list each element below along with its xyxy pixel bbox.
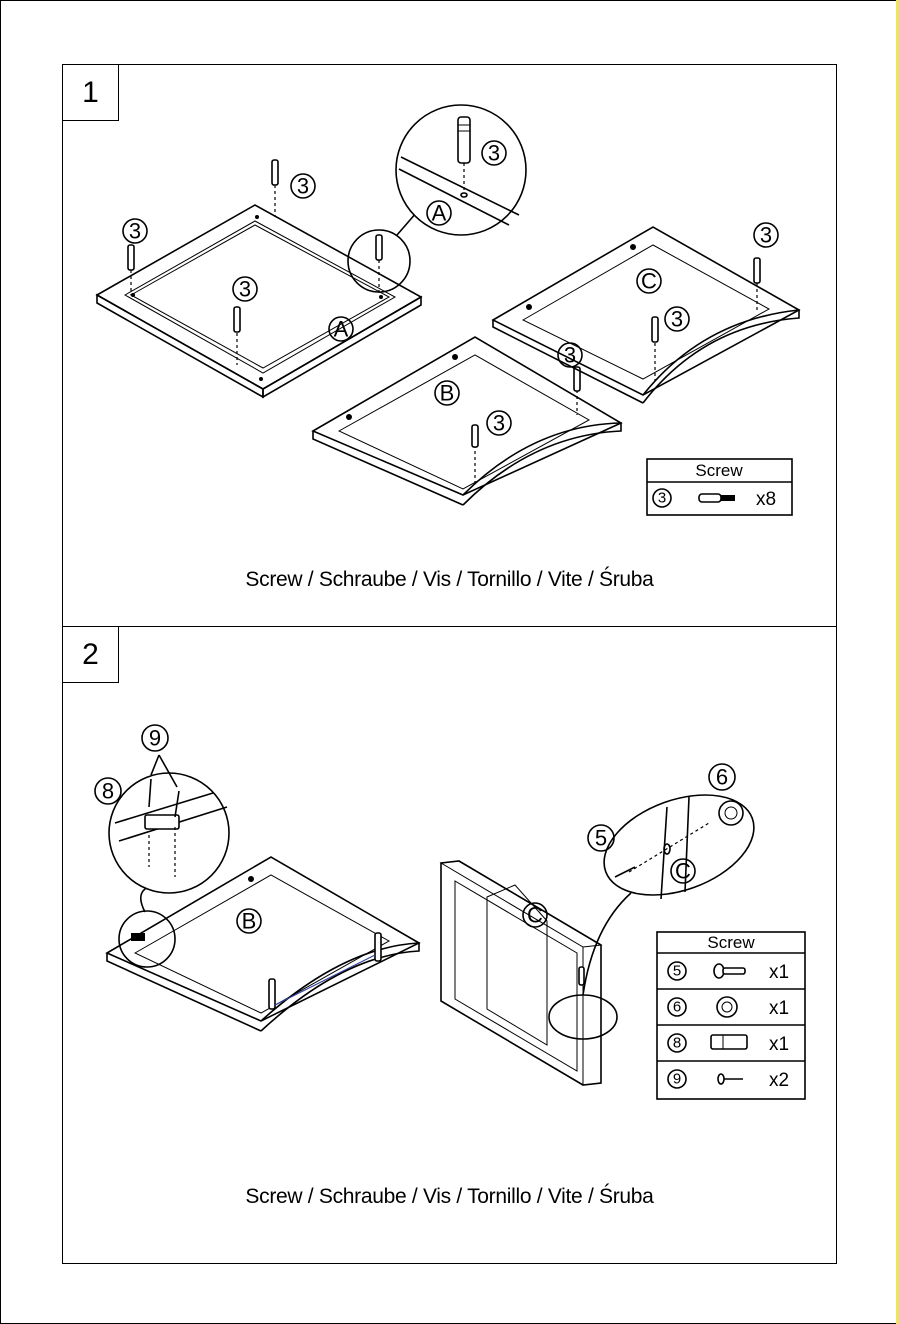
step-1-illustration: 3 3 3 3 3 3 3 3 A A B C [63,65,836,627]
callout-3-b-text: 3 [129,219,141,244]
step-caption: Screw / Schraube / Vis / Tornillo / Vite… [63,568,836,592]
parts-row-2-qty: x1 [769,998,789,1019]
parts-row-1-number: 5 [673,963,681,980]
step-number: 2 [63,627,119,683]
screw-icon [714,964,745,978]
callout-3-g-text: 3 [493,411,505,436]
parts-table-title: Screw [707,933,755,952]
small-screw-icon [718,1074,743,1084]
parts-row-qty: x8 [756,489,776,510]
callout-6-text: 6 [716,765,728,790]
knob-icon [717,997,737,1017]
label-b-text: B [242,909,257,934]
label-c-text: C [527,903,543,928]
callout-8-text: 8 [102,779,114,804]
parts-table-title: Screw [695,461,743,480]
parts-row-4-number: 9 [673,1071,681,1088]
step-2-parts-table: Screw 5 x1 6 x1 8 x1 9 [657,932,805,1099]
label-c-detail-text: C [675,859,691,884]
callout-5-text: 5 [595,826,607,851]
step-1-parts-table: Screw 3 x8 [647,459,792,515]
parts-row-2-number: 6 [673,999,681,1016]
detail-magnifier-drawing [396,105,526,235]
parts-row-4-qty: x2 [769,1070,789,1091]
step-1-panel: 3 3 3 3 3 3 3 3 A A B C [62,64,837,628]
parts-row-number: 3 [658,490,666,507]
door-c-drawing [441,861,617,1085]
step-2-illustration: 9 8 5 6 B C C Screw 5 [63,627,836,1263]
label-a-text: A [334,317,349,342]
step-number: 1 [63,65,119,121]
parts-row-1-qty: x1 [769,962,789,983]
callout-3-c-text: 3 [239,277,251,302]
callout-3-d-text: 3 [760,223,772,248]
panel-a-drawing [97,160,421,397]
callout-3-a-text: 3 [297,174,309,199]
catch-detail-drawing [109,755,229,912]
callout-9-text: 9 [149,726,161,751]
parts-row-3-number: 8 [673,1035,681,1052]
step-caption: Screw / Schraube / Vis / Tornillo / Vite… [63,1185,836,1209]
callout-3-f-text: 3 [564,343,576,368]
label-b-text: B [440,381,455,406]
callout-3-e-text: 3 [671,307,683,332]
dowel-screw-icon [699,494,735,502]
magnetic-catch-icon [711,1035,747,1049]
callout-3-detail-text: 3 [488,141,500,166]
step-2-panel: 9 8 5 6 B C C Screw 5 [62,626,837,1264]
parts-row-3-qty: x1 [769,1034,789,1055]
label-a-detail-text: A [432,201,447,226]
label-c-text: C [641,269,657,294]
